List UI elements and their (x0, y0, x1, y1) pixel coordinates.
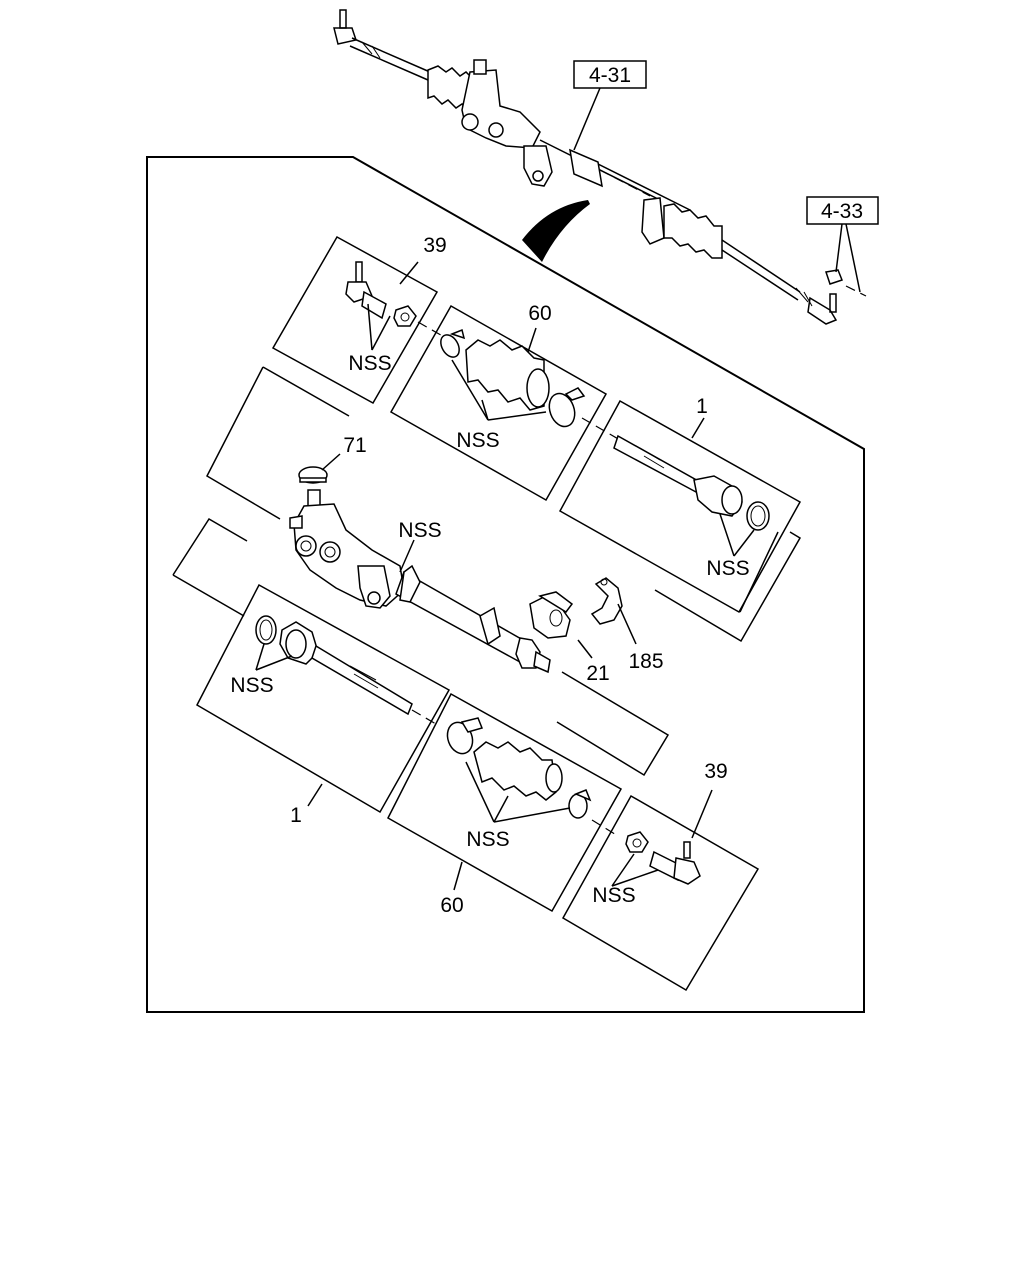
mount-bracket-group[interactable]: 185 (590, 577, 664, 673)
nss-upper-boot: NSS (456, 429, 499, 452)
explode-arrow (522, 200, 590, 262)
upper-inner-tie-rod-group[interactable]: 1 NSS (558, 395, 802, 614)
callout-1-lower: 1 (290, 804, 302, 827)
housing-frame (172, 366, 802, 777)
nss-lower-boot: NSS (466, 828, 509, 851)
callout-21: 21 (586, 662, 609, 685)
nss-lower-inner-tie-rod: NSS (230, 674, 273, 697)
lower-inner-tie-rod-group[interactable]: NSS 1 (196, 583, 451, 827)
nss-lower-tie-rod-end: NSS (592, 884, 635, 907)
reference-4-33-label: 4-33 (821, 200, 863, 223)
lower-boot-group[interactable]: NSS 60 (387, 692, 623, 917)
callout-39-lower: 39 (704, 760, 727, 783)
callout-39-upper: 39 (423, 234, 446, 257)
callout-60-upper: 60 (528, 302, 551, 325)
upper-tie-rod-end-group[interactable]: 39 NSS (271, 234, 447, 405)
rack-housing-group[interactable]: NSS (289, 489, 551, 674)
reference-4-31-label: 4-31 (589, 64, 631, 87)
callout-71: 71 (343, 434, 366, 457)
mount-bushing-group[interactable]: 21 (529, 591, 610, 685)
callout-housing-nss: NSS (398, 519, 441, 542)
assembled-steering-rack (333, 9, 867, 325)
nss-upper-tie-rod-end: NSS (348, 352, 391, 375)
nss-upper-inner-tie-rod: NSS (706, 557, 749, 580)
reference-4-33[interactable]: 4-33 (806, 196, 879, 293)
callout-60-lower: 60 (440, 894, 463, 917)
callout-185: 185 (628, 650, 663, 673)
reference-4-31[interactable]: 4-31 (573, 60, 647, 151)
exploded-view-frame (146, 156, 865, 1013)
callout-1-upper: 1 (696, 395, 708, 418)
upper-boot-group[interactable]: 60 NSS (389, 302, 608, 502)
lower-tie-rod-end-group[interactable]: 39 NSS (561, 760, 760, 992)
pinion-cap-group[interactable]: 71 (298, 434, 367, 484)
